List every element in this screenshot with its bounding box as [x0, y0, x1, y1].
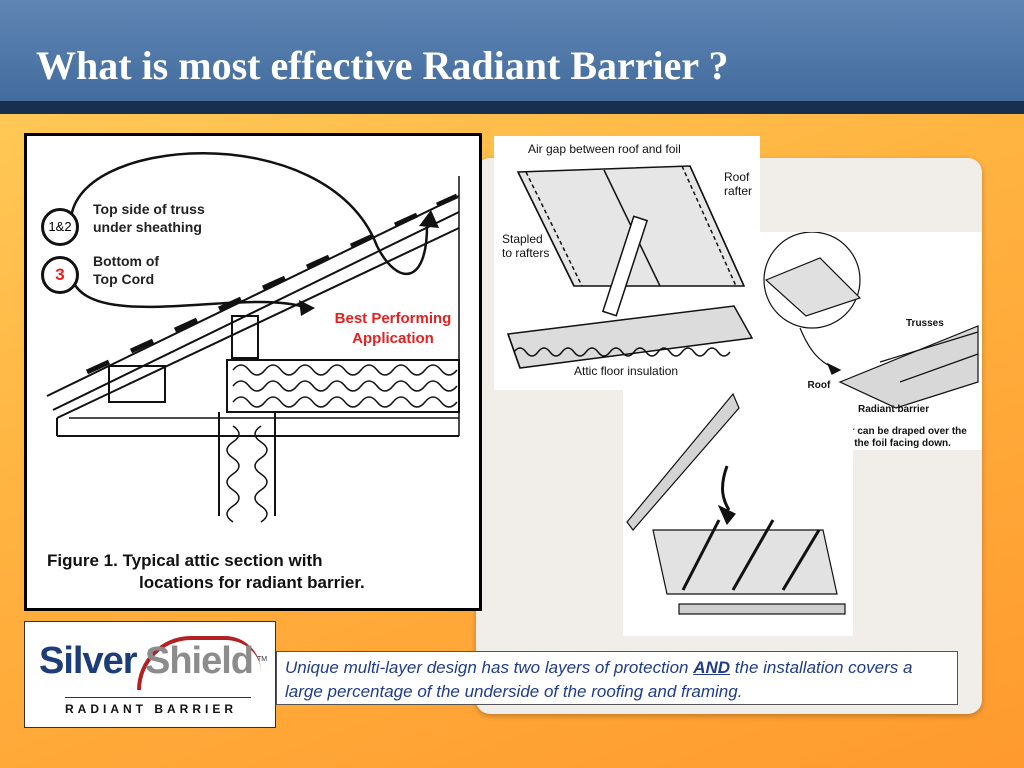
stapled-foil-drawing — [506, 165, 754, 369]
description-text-box: Unique multi-layer design has two layers… — [276, 651, 958, 705]
logo-rule — [65, 697, 251, 698]
figure-stapled-foil: Air gap between roof and foil Roof rafte… — [494, 136, 760, 390]
callout-badge-3: 3 — [41, 256, 79, 294]
attic-section-drawing — [46, 152, 460, 523]
callout-badge-1-2: 1&2 — [41, 208, 79, 246]
best-performing-label: Best Performing Application — [334, 310, 452, 347]
logo-word-silver: Silver — [39, 640, 138, 682]
silvershield-logo: Silver Shield TM RADIANT BARRIER — [24, 621, 276, 728]
figure-attic-section: 1&2 Top side of truss under sheathing 3 … — [24, 133, 482, 611]
label-radiant-barrier: Radiant barrier — [858, 404, 930, 415]
logo-trademark: TM — [257, 656, 268, 663]
callout-label-top-cord: Bottom of Top Cord — [93, 253, 160, 287]
draped-trusses-drawing — [763, 232, 979, 409]
figure-panel-install — [623, 390, 853, 636]
header-divider-bar — [0, 101, 1024, 114]
slide-title: What is most effective Radiant Barrier ? — [36, 43, 729, 88]
slide-header: What is most effective Radiant Barrier ? — [0, 0, 1024, 102]
label-roof-rafter: Roof rafter — [724, 170, 753, 198]
logo-subtitle: RADIANT BARRIER — [65, 702, 237, 716]
panel-install-drawing — [626, 392, 846, 615]
label-stapled: Stapled to rafters — [502, 232, 550, 260]
description-emphasis: AND — [693, 658, 731, 677]
logo-word-shield: Shield — [145, 640, 254, 682]
figure1-caption-line1: Figure 1. Typical attic section with — [47, 551, 323, 570]
figure-draped-trusses: Trusses Roof decking Radiant barrier A r… — [760, 232, 982, 450]
figure1-caption: Figure 1. Typical attic section with loc… — [47, 550, 365, 594]
description-part2: the installation covers a large percenta… — [285, 658, 913, 701]
label-trusses: Trusses — [906, 318, 944, 329]
callout-label-truss: Top side of truss under sheathing — [93, 201, 205, 235]
label-attic-floor: Attic floor insulation — [574, 364, 679, 378]
figure1-caption-line2: locations for radiant barrier. — [139, 573, 365, 592]
description-part1: Unique multi-layer design has two layers… — [285, 658, 694, 677]
label-air-gap: Air gap between roof and foil — [528, 142, 681, 156]
